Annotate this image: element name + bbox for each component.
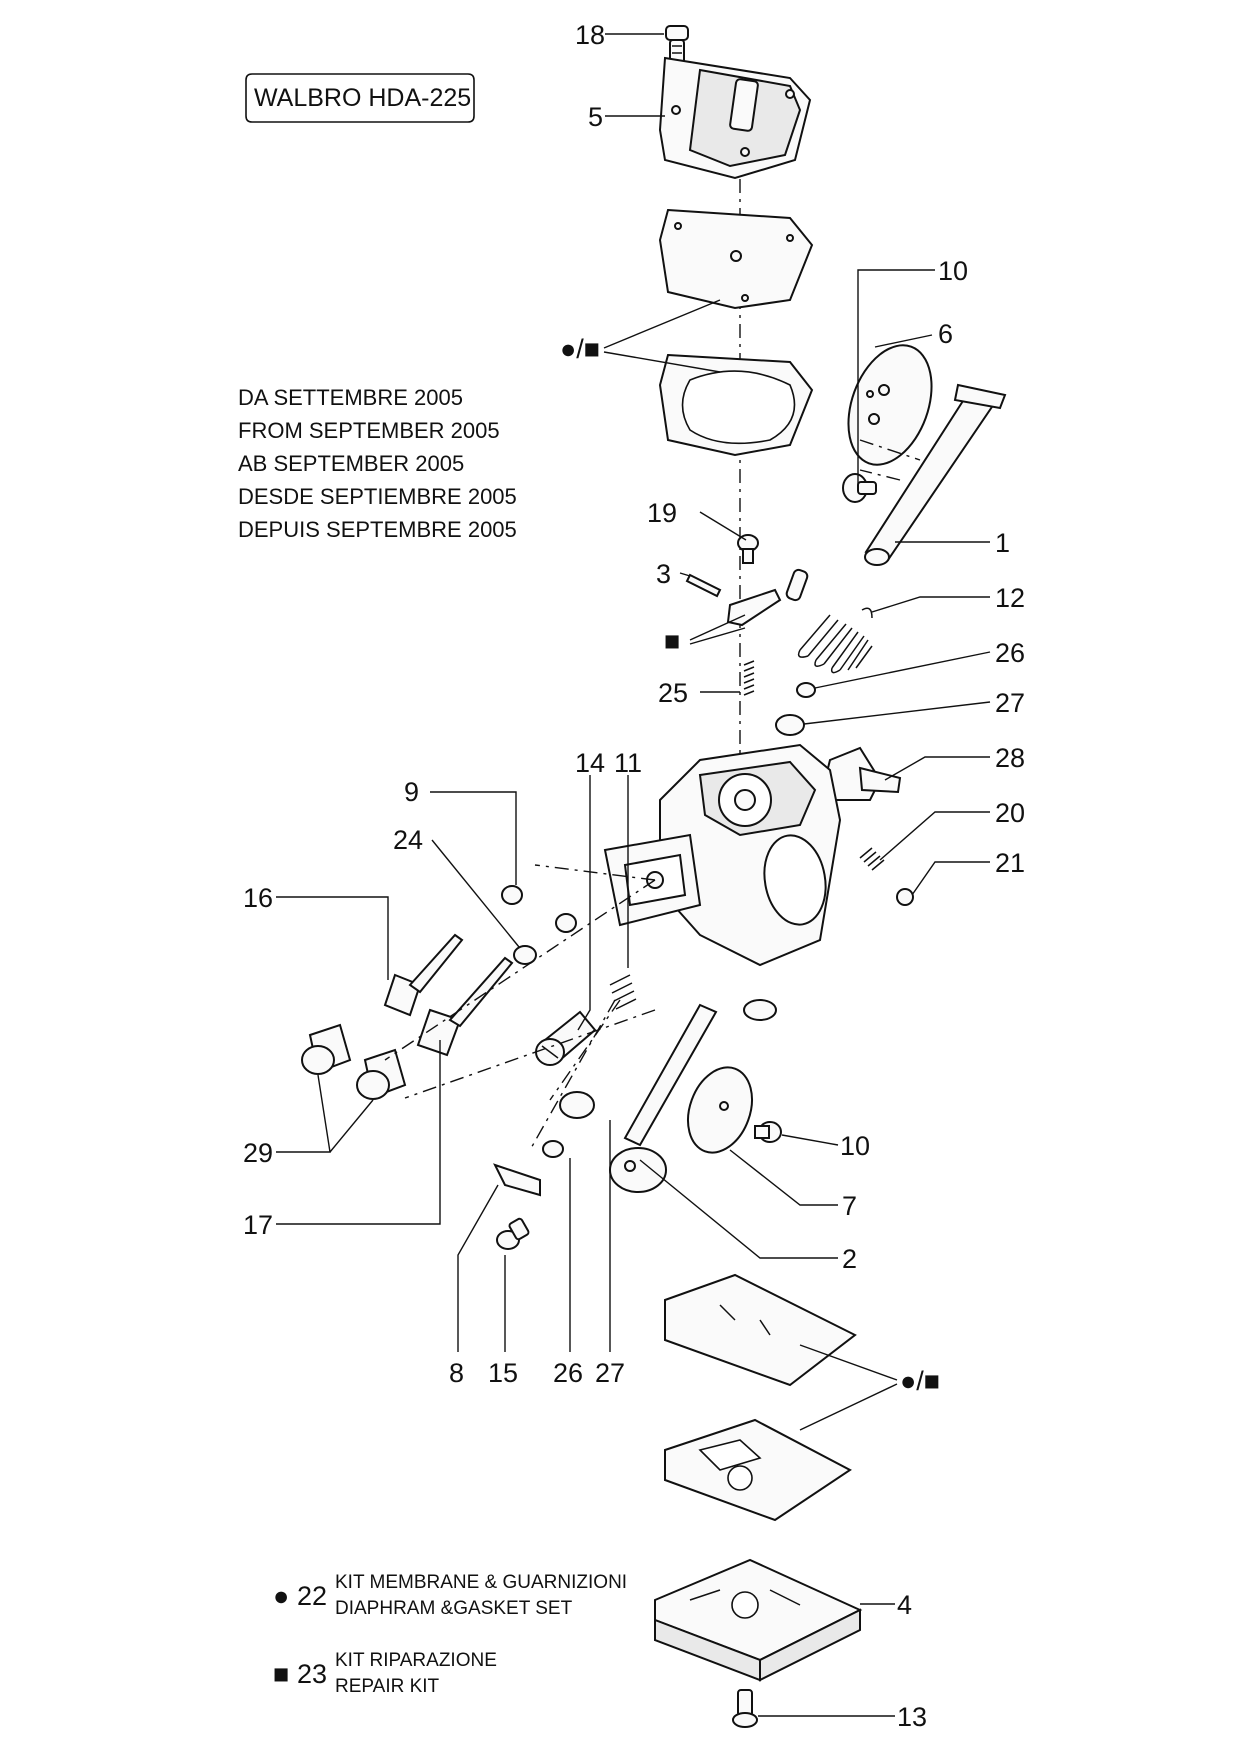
part-number: 26 bbox=[995, 638, 1025, 668]
part-number: 17 bbox=[243, 1210, 273, 1240]
metering-cover-4 bbox=[654, 1558, 863, 1682]
leader-lines bbox=[276, 33, 991, 1717]
legend-text: DIAPHRAM &GASKET SET bbox=[335, 1598, 573, 1619]
repair-marker-upper: ■ bbox=[664, 614, 746, 656]
spring-20 bbox=[859, 847, 885, 871]
part-number: 6 bbox=[938, 319, 953, 349]
date-note-line: AB SEPTEMBER 2005 bbox=[238, 451, 464, 476]
screw-18 bbox=[665, 25, 689, 95]
throttle-shaft-1 bbox=[864, 383, 1007, 566]
metering-gasket bbox=[664, 1418, 852, 1522]
part-number: 20 bbox=[995, 798, 1025, 828]
svg-text:■: ■ bbox=[664, 626, 680, 656]
part-number: 5 bbox=[588, 102, 603, 132]
part-number: 18 bbox=[575, 20, 605, 50]
pump-diaphragm bbox=[658, 208, 814, 310]
svg-text:●/■: ●/■ bbox=[560, 334, 600, 364]
screw-10-upper bbox=[842, 473, 877, 503]
screw-15 bbox=[496, 1217, 530, 1250]
cap-9b bbox=[555, 913, 577, 933]
date-note-line: FROM SEPTEMBER 2005 bbox=[238, 418, 500, 443]
bushing-27-lower bbox=[559, 1091, 595, 1119]
assembly-lines bbox=[384, 439, 921, 1151]
part-number: 12 bbox=[995, 583, 1025, 613]
metering-diaphragm bbox=[664, 1273, 857, 1387]
diagram-title: WALBRO HDA-225 bbox=[254, 84, 471, 112]
legend-text: KIT RIPARAZIONE bbox=[335, 1650, 497, 1671]
part-number: 7 bbox=[842, 1191, 857, 1221]
choke-plate-7 bbox=[687, 1066, 753, 1154]
part-number: 10 bbox=[938, 256, 968, 286]
date-note-line: DEPUIS SEPTEMBRE 2005 bbox=[238, 517, 517, 542]
choke-shaft-2 bbox=[609, 1003, 718, 1193]
part-number: 11 bbox=[614, 748, 642, 778]
part-number: 28 bbox=[995, 743, 1025, 773]
legend-symbol: ■ bbox=[273, 1659, 289, 1689]
kit-marker-upper: ●/■ bbox=[560, 299, 721, 373]
needle-14 bbox=[535, 1010, 597, 1066]
knob-29a bbox=[301, 1023, 352, 1075]
washer-26-lower bbox=[542, 1140, 564, 1158]
part-number: 16 bbox=[243, 883, 273, 913]
part-number: 8 bbox=[449, 1358, 464, 1388]
knob-29b bbox=[356, 1048, 407, 1100]
washer-24 bbox=[513, 945, 537, 965]
part-number: 19 bbox=[647, 498, 677, 528]
carburetor-body bbox=[603, 743, 842, 1021]
legend-number: 22 bbox=[297, 1581, 327, 1611]
part-number: 27 bbox=[595, 1358, 625, 1388]
legend-text: REPAIR KIT bbox=[335, 1676, 440, 1697]
part-number: 26 bbox=[553, 1358, 583, 1388]
spring-25 bbox=[743, 660, 755, 696]
cap-9 bbox=[501, 885, 523, 905]
part-labels: 18 5 10 6 1 12 26 27 28 20 21 19 3 25 14… bbox=[243, 20, 1025, 1732]
part-number: 21 bbox=[995, 848, 1025, 878]
part-number: 3 bbox=[656, 559, 671, 589]
ball-21 bbox=[896, 888, 914, 906]
clip-8 bbox=[493, 1163, 541, 1197]
pump-cover-5 bbox=[658, 56, 812, 180]
part-number: 27 bbox=[995, 688, 1025, 718]
part-number: 29 bbox=[243, 1138, 273, 1168]
bushing-27-upper bbox=[775, 714, 805, 736]
date-note: DA SETTEMBRE 2005 FROM SEPTEMBER 2005 AB… bbox=[238, 385, 517, 542]
throttle-plate-6 bbox=[847, 344, 933, 466]
kit-marker-lower: ●/■ bbox=[799, 1344, 940, 1431]
pump-gasket bbox=[658, 353, 814, 457]
part-number: 10 bbox=[840, 1131, 870, 1161]
needle-17 bbox=[416, 956, 514, 1057]
spring-12 bbox=[797, 607, 873, 674]
svg-text:●/■: ●/■ bbox=[900, 1366, 940, 1396]
pin-3 bbox=[685, 573, 722, 598]
part-number: 24 bbox=[393, 825, 423, 855]
legend-symbol: ● bbox=[273, 1581, 289, 1611]
fitting-28 bbox=[823, 746, 902, 801]
screw-13 bbox=[732, 1689, 758, 1728]
title-box: WALBRO HDA-225 bbox=[245, 73, 475, 123]
legend: ● 22 KIT MEMBRANE & GUARNIZIONI DIAPHRAM… bbox=[273, 1572, 627, 1697]
part-number: 4 bbox=[897, 1590, 912, 1620]
screw-10-lower bbox=[754, 1121, 782, 1143]
date-note-line: DA SETTEMBRE 2005 bbox=[238, 385, 463, 410]
part-number: 15 bbox=[488, 1358, 518, 1388]
part-number: 13 bbox=[897, 1702, 927, 1732]
part-number: 9 bbox=[404, 777, 419, 807]
washer-26-upper bbox=[796, 682, 816, 698]
needle-16 bbox=[383, 933, 464, 1017]
legend-number: 23 bbox=[297, 1659, 327, 1689]
part-number: 1 bbox=[995, 528, 1010, 558]
legend-text: KIT MEMBRANE & GUARNIZIONI bbox=[335, 1572, 627, 1593]
spring-11 bbox=[609, 974, 637, 1010]
date-note-line: DESDE SEPTIEMBRE 2005 bbox=[238, 484, 517, 509]
part-number: 2 bbox=[842, 1244, 857, 1274]
part-number: 14 bbox=[575, 748, 605, 778]
screw-19 bbox=[737, 534, 759, 564]
part-number: 25 bbox=[658, 678, 688, 708]
